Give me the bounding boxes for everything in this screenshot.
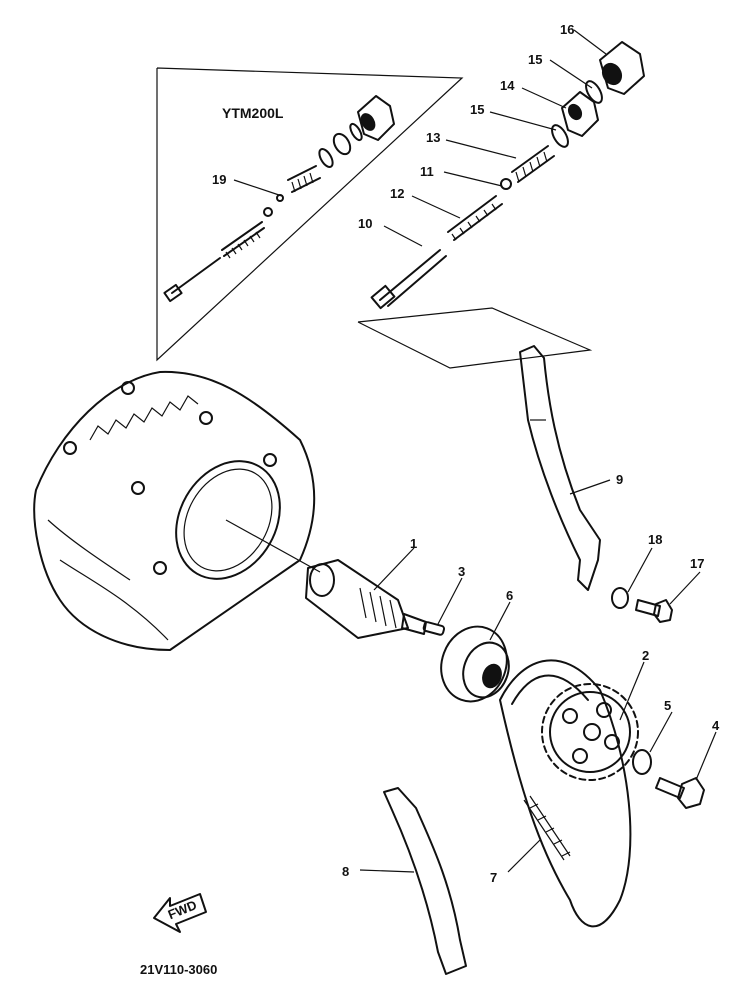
leader-lines bbox=[359, 29, 717, 873]
catalog-code: 21V110-3060 bbox=[140, 962, 217, 977]
cam-sprocket bbox=[541, 683, 639, 781]
callout-7: 7 bbox=[490, 870, 497, 885]
sprocket-bolt bbox=[655, 777, 705, 809]
inset-tensioner-assembly bbox=[163, 95, 395, 303]
chain-guide-upper bbox=[519, 345, 601, 591]
callout-4: 4 bbox=[712, 718, 720, 733]
callout-15a: 15 bbox=[470, 102, 484, 117]
callout-3: 3 bbox=[458, 564, 465, 579]
inset-panel: YTM200L bbox=[156, 67, 464, 362]
callout-9: 9 bbox=[616, 472, 623, 487]
callout-10: 10 bbox=[358, 216, 372, 231]
callout-6: 6 bbox=[506, 588, 513, 603]
fwd-arrow: FWD bbox=[153, 893, 207, 933]
callout-15b: 15 bbox=[528, 52, 542, 67]
callout-14: 14 bbox=[500, 78, 515, 93]
callout-16: 16 bbox=[560, 22, 574, 37]
callout-19: 19 bbox=[212, 172, 226, 187]
callout-8: 8 bbox=[342, 864, 349, 879]
leader-19 bbox=[233, 179, 283, 197]
guide-bolt bbox=[635, 599, 673, 623]
cam-chain bbox=[499, 659, 632, 928]
callout-1: 1 bbox=[410, 536, 417, 551]
tensioner-assembly bbox=[370, 41, 645, 310]
dowel-pin bbox=[422, 621, 446, 636]
cylinder-head bbox=[33, 370, 316, 651]
assembly-bracket bbox=[357, 307, 593, 369]
washer bbox=[632, 749, 652, 775]
callout-5: 5 bbox=[664, 698, 671, 713]
callout-numbers: 1 2 3 4 5 6 7 8 9 10 11 12 13 14 15 15 1… bbox=[212, 22, 720, 885]
callout-17: 17 bbox=[690, 556, 704, 571]
guide-washer bbox=[611, 587, 629, 609]
callout-2: 2 bbox=[642, 648, 649, 663]
model-label: YTM200L bbox=[222, 105, 284, 121]
callout-18: 18 bbox=[648, 532, 662, 547]
bearing bbox=[440, 625, 510, 703]
callout-13: 13 bbox=[426, 130, 440, 145]
chain-guide-lower bbox=[383, 787, 467, 975]
callout-12: 12 bbox=[390, 186, 404, 201]
callout-11: 11 bbox=[420, 164, 434, 179]
camshaft bbox=[225, 519, 427, 639]
